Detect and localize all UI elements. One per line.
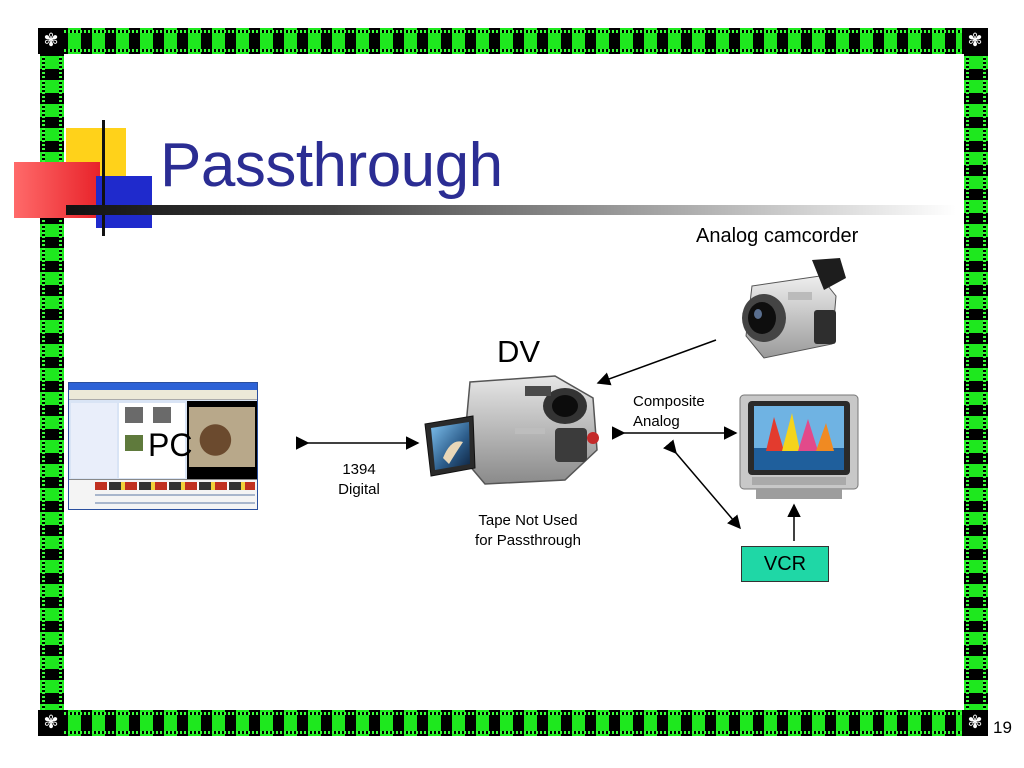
pc-timeline	[69, 479, 257, 509]
film-strip-border-right	[964, 28, 988, 736]
film-reel-icon: ✾	[38, 710, 64, 736]
pc-timeline-track	[95, 502, 255, 504]
dv-label: DV	[497, 334, 541, 369]
pc-window-titlebar	[69, 383, 257, 390]
slide-title: Passthrough	[160, 131, 503, 200]
tape-note-line2: for Passthrough	[475, 532, 581, 549]
pc-collection-pane	[119, 403, 185, 478]
composite-analog-label: Composite Analog	[633, 392, 705, 432]
arrow-analog-to-dv	[596, 339, 717, 386]
pc-screenshot	[68, 382, 258, 510]
dv-camcorder-icon	[424, 375, 599, 485]
link-1394-line1: 1394	[342, 461, 376, 478]
film-strip-border-bottom	[40, 710, 988, 736]
title-decoration-vertical-line	[102, 120, 105, 236]
pc-task-pane	[71, 403, 117, 478]
title-decoration-blue-square	[96, 176, 152, 228]
pc-clip-thumbnail	[125, 435, 143, 451]
pc-storyboard-strip	[95, 482, 255, 490]
pc-clip-thumbnail	[125, 407, 143, 423]
film-strip-border-top	[40, 28, 988, 54]
composite-line2: Analog	[633, 413, 680, 430]
analog-camcorder-label: Analog camcorder	[696, 225, 859, 247]
television-icon	[739, 394, 859, 499]
film-reel-icon: ✾	[962, 28, 988, 54]
pc-clip-thumbnail	[153, 407, 171, 423]
link-1394-line2: Digital	[338, 481, 380, 498]
arrow-dv-vcr	[663, 439, 741, 530]
title-underline-rule	[66, 205, 956, 215]
pc-preview-image	[189, 407, 255, 467]
analog-camcorder-icon	[742, 258, 846, 359]
pc-window-menubar	[69, 390, 257, 400]
film-reel-icon: ✾	[962, 710, 988, 736]
tape-note: Tape Not Used for Passthrough	[466, 511, 590, 551]
pc-label: PC	[148, 427, 193, 463]
vcr-box: VCR	[741, 546, 829, 582]
film-reel-icon: ✾	[38, 28, 64, 54]
pc-timeline-track	[95, 494, 255, 496]
composite-line1: Composite	[633, 393, 705, 410]
pc-preview-monitor	[187, 401, 257, 479]
link-1394-label: 1394 Digital	[334, 460, 384, 500]
film-strip-border-left	[40, 28, 64, 736]
page-number: 19	[993, 718, 1012, 737]
tape-note-line1: Tape Not Used	[478, 512, 578, 529]
